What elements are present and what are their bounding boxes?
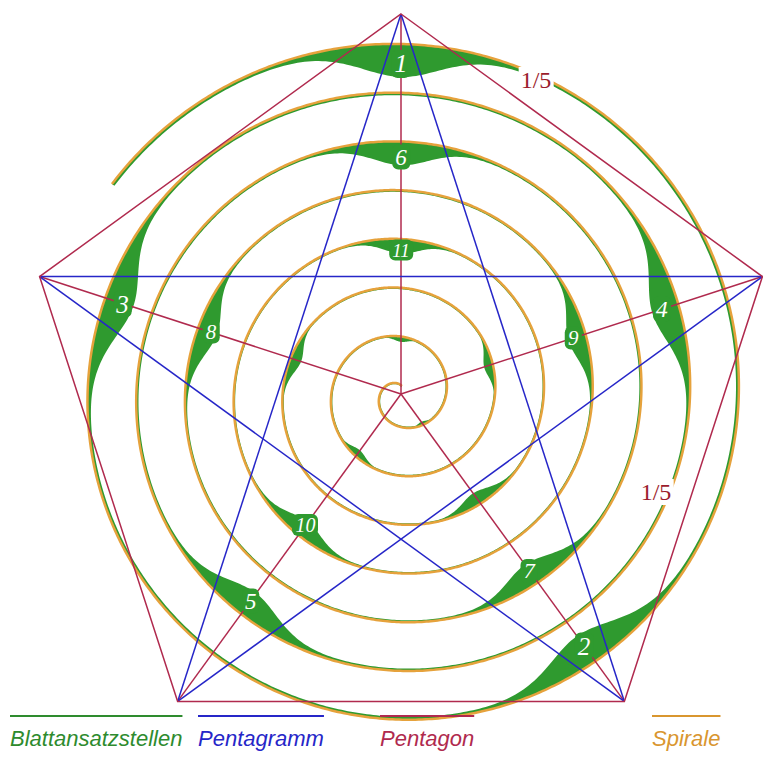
pentagram-line xyxy=(178,14,401,701)
radial-line xyxy=(178,394,401,701)
leaf-number: 8 xyxy=(203,321,220,344)
legend-pentagram: Pentagramm xyxy=(198,728,324,750)
leaf-number: 3 xyxy=(113,290,132,317)
leaf-number: 11 xyxy=(389,240,413,261)
leaf-number: 2 xyxy=(575,632,594,659)
leaf-number: 6 xyxy=(392,145,410,170)
angle-fraction: 1/5 xyxy=(519,67,554,93)
leaf-number: 9 xyxy=(565,327,582,350)
legend-line-sample xyxy=(652,715,720,717)
legend-leaf-attachments: Blattansatzstellen xyxy=(10,728,182,750)
legend-line-sample xyxy=(10,715,182,717)
legend-line-sample xyxy=(380,715,474,717)
leaf-number: 10 xyxy=(292,514,318,536)
angle-fraction: 1/5 xyxy=(639,479,674,505)
legend-pentagon: Pentagon xyxy=(380,728,474,750)
legend-line-sample xyxy=(198,715,324,717)
radial-line xyxy=(40,277,401,394)
pentagram-line xyxy=(40,276,763,278)
leaf-number: 5 xyxy=(242,588,260,613)
pentagram-line xyxy=(178,277,763,702)
pentagram-line xyxy=(40,277,625,702)
leaf-number: 7 xyxy=(521,559,538,583)
pentagon-outline xyxy=(40,14,763,701)
radial-line xyxy=(401,277,762,394)
pentagram-line xyxy=(401,14,624,701)
leaf-number: 4 xyxy=(653,296,671,322)
radial-line xyxy=(401,394,624,701)
legend-spiral: Spirale xyxy=(652,728,720,750)
leaf-number: 1 xyxy=(392,50,411,78)
